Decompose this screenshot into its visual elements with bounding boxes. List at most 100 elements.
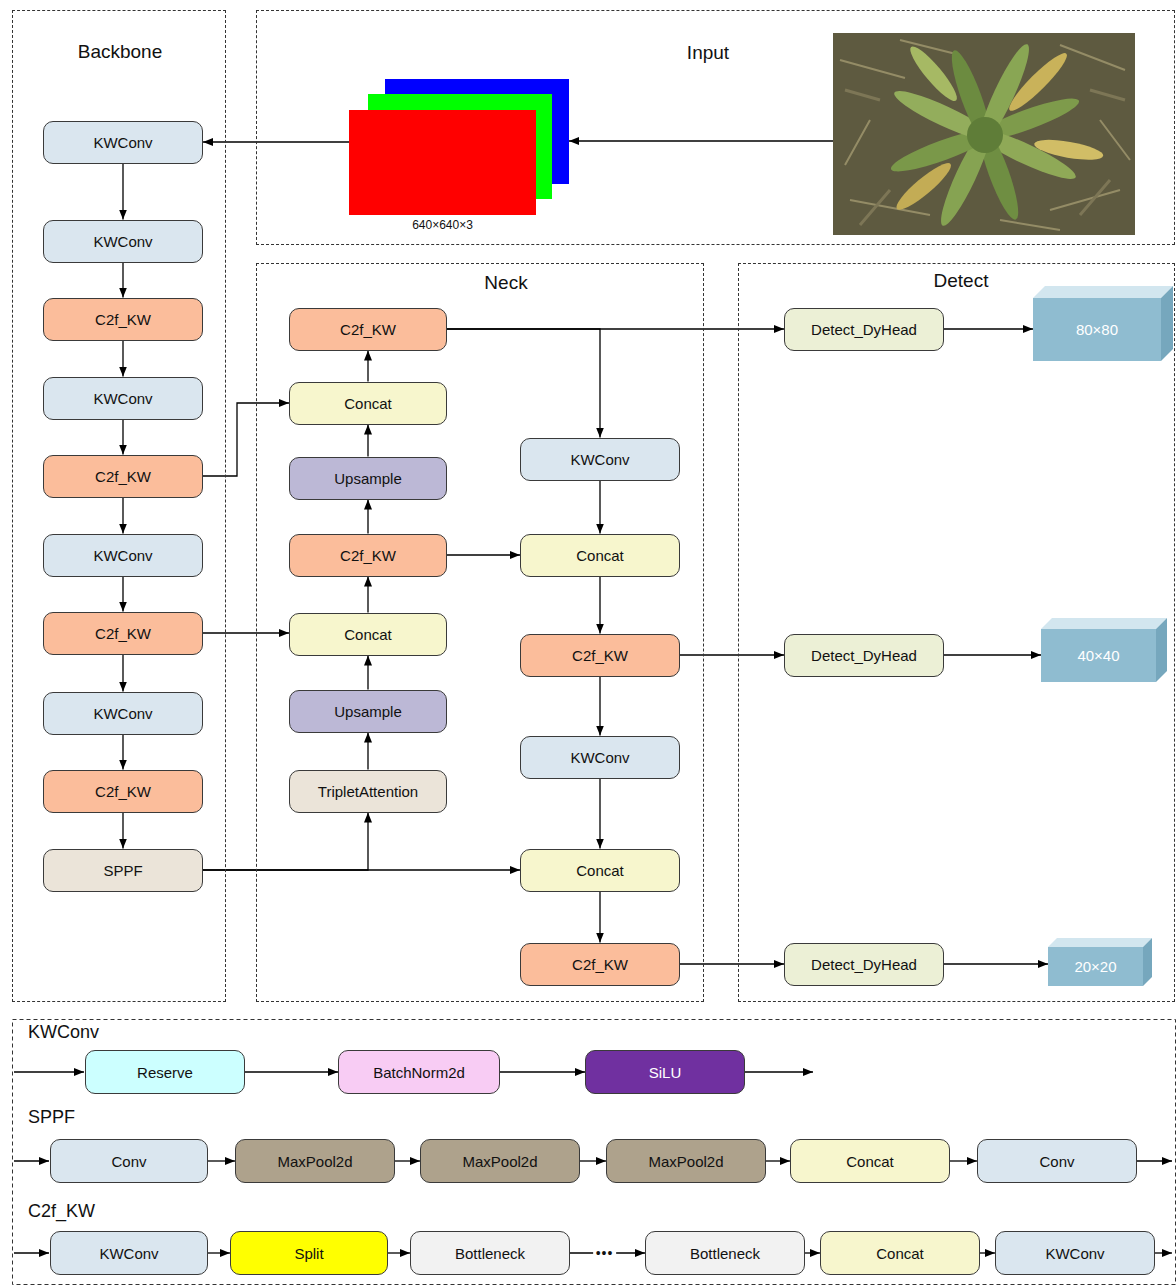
connector xyxy=(980,1252,995,1253)
cube-face: 20×20 xyxy=(1048,947,1143,986)
connector xyxy=(580,1160,606,1161)
box-label: C2f_KW xyxy=(572,956,628,973)
c2f-block: C2f_KW xyxy=(520,634,680,677)
layer-box: MaxPool2d xyxy=(235,1139,395,1183)
c2f-block: C2f_KW xyxy=(43,455,203,498)
conv-block: KWConv xyxy=(43,220,203,263)
box-label: KWConv xyxy=(93,705,152,722)
connector xyxy=(599,677,600,736)
connector xyxy=(203,141,349,142)
box-label: Concat xyxy=(576,862,624,879)
c2f-block: C2f_KW xyxy=(43,298,203,341)
panel-title: Backbone xyxy=(78,41,163,63)
layer-box: Concat xyxy=(790,1139,950,1183)
layer-box: SiLU xyxy=(585,1050,745,1094)
box-label: Concat xyxy=(344,395,392,412)
box-label: KWConv xyxy=(93,233,152,250)
connector xyxy=(447,554,520,555)
layer-box: Bottleneck xyxy=(645,1231,805,1275)
connector xyxy=(122,420,123,455)
layer-box: Conv xyxy=(50,1139,208,1183)
connector xyxy=(500,1071,585,1072)
connector xyxy=(599,481,600,534)
connector xyxy=(203,632,289,633)
box-label: Concat xyxy=(344,626,392,643)
cube-label: 20×20 xyxy=(1074,958,1116,975)
connector xyxy=(447,329,600,438)
conv-block: KWConv xyxy=(43,377,203,420)
panel-title: Detect xyxy=(934,270,989,292)
box-label: Detect_DyHead xyxy=(811,321,917,338)
sppf-block: SPPF xyxy=(43,849,203,892)
layer-box: MaxPool2d xyxy=(606,1139,766,1183)
connector xyxy=(944,654,1041,655)
conv-block: KWConv xyxy=(520,438,680,481)
layer-box: Reserve xyxy=(85,1050,245,1094)
layer-box: Conv xyxy=(977,1139,1137,1183)
cube-face: 40×40 xyxy=(1041,629,1156,682)
box-label: BatchNorm2d xyxy=(373,1064,465,1081)
connector xyxy=(367,656,368,690)
connector xyxy=(680,963,784,964)
connector xyxy=(245,1071,338,1072)
connector xyxy=(203,869,520,870)
connector xyxy=(950,1160,977,1161)
input-panel: Input 640×640×3 xyxy=(256,10,1175,245)
connector xyxy=(680,654,784,655)
layer-box: KWConv xyxy=(995,1231,1155,1275)
connector xyxy=(944,328,1033,329)
connector xyxy=(395,1160,420,1161)
layer-box: Concat xyxy=(820,1231,980,1275)
cube-label: 80×80 xyxy=(1076,321,1118,338)
connector xyxy=(367,425,368,457)
box-label: C2f_KW xyxy=(340,547,396,564)
panel-title: Input xyxy=(687,42,729,64)
connector xyxy=(122,655,123,692)
output-cube: 80×80 xyxy=(1033,286,1173,361)
box-label: SiLU xyxy=(649,1064,682,1081)
conv-block: KWConv xyxy=(43,121,203,164)
connector xyxy=(208,1160,235,1161)
box-label: KWConv xyxy=(1045,1245,1104,1262)
panel-title: Neck xyxy=(484,272,527,294)
box-label: Bottleneck xyxy=(455,1245,525,1262)
layer-box: MaxPool2d xyxy=(420,1139,580,1183)
box-label: Upsample xyxy=(334,703,402,720)
row-heading: C2f_KW xyxy=(28,1201,95,1222)
box-label: MaxPool2d xyxy=(648,1153,723,1170)
box-label: Split xyxy=(294,1245,323,1262)
connector xyxy=(367,577,368,613)
upsample-block: Upsample xyxy=(289,690,447,733)
rgb-stack: 640×640×3 xyxy=(349,79,570,235)
cube-face: 80×80 xyxy=(1033,298,1161,361)
box-label: C2f_KW xyxy=(95,783,151,800)
conv-block: KWConv xyxy=(520,736,680,779)
box-label: C2f_KW xyxy=(95,468,151,485)
connector xyxy=(599,577,600,634)
box-label: KWConv xyxy=(93,134,152,151)
upsample-block: Upsample xyxy=(289,457,447,500)
input-arrow xyxy=(569,140,833,141)
box-label: KWConv xyxy=(93,390,152,407)
conv-block: KWConv xyxy=(43,534,203,577)
concat-block: Concat xyxy=(289,613,447,656)
c2f-block: C2f_KW xyxy=(43,770,203,813)
box-label: Conv xyxy=(1039,1153,1074,1170)
box-label: Reserve xyxy=(137,1064,193,1081)
layer-box: KWConv xyxy=(50,1231,208,1275)
row-heading: SPPF xyxy=(28,1107,75,1128)
box-label: MaxPool2d xyxy=(277,1153,352,1170)
connector xyxy=(122,813,123,849)
connector xyxy=(208,1252,230,1253)
box-label: C2f_KW xyxy=(572,647,628,664)
cube-label: 40×40 xyxy=(1077,647,1119,664)
connector xyxy=(122,498,123,534)
row-arrows xyxy=(14,1072,1172,1253)
box-label: KWConv xyxy=(93,547,152,564)
layer-box: Bottleneck xyxy=(410,1231,570,1275)
connector xyxy=(122,341,123,377)
concat-block: Concat xyxy=(520,849,680,892)
box-label: MaxPool2d xyxy=(462,1153,537,1170)
connector xyxy=(122,263,123,298)
connector xyxy=(388,1252,410,1253)
